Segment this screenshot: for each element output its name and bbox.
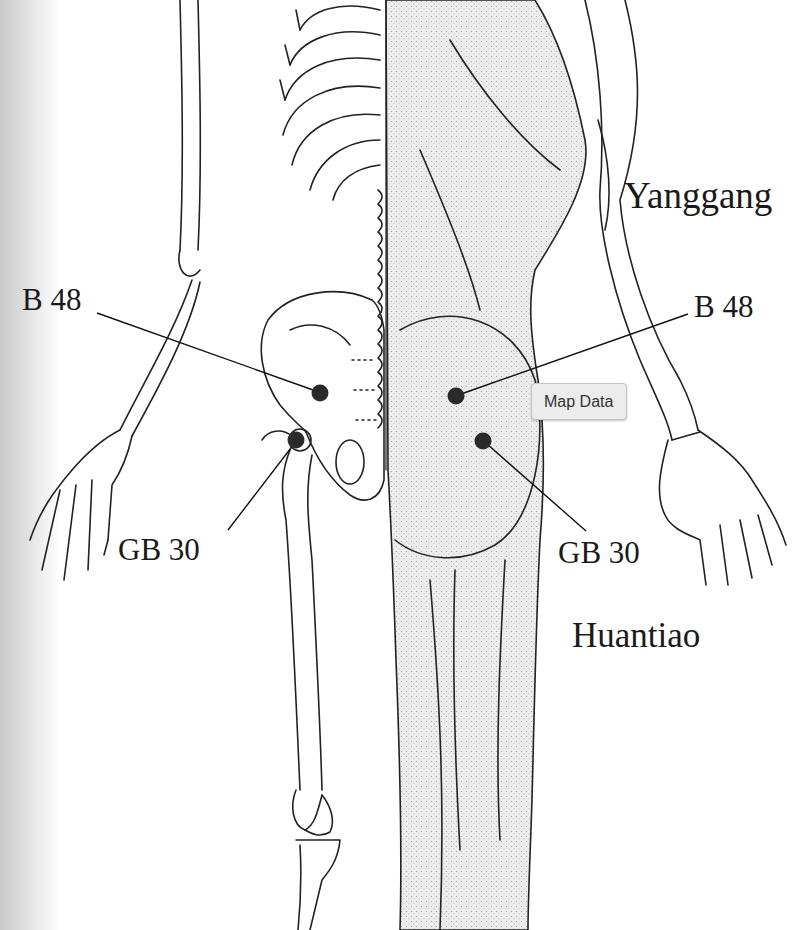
point-code: GB 30	[558, 536, 640, 570]
acupoint-dots	[288, 385, 492, 450]
page-shadow	[0, 0, 60, 930]
point-code: B 48	[22, 283, 81, 317]
leader-lines	[97, 313, 688, 531]
point-code: B 48	[694, 290, 753, 324]
tooltip-box: Map Data	[531, 383, 627, 420]
tooltip-text: Map Data	[544, 392, 614, 411]
point-code: GB 30	[118, 533, 200, 567]
point-name: Yanggang	[624, 176, 772, 217]
point-name: Huantiao	[572, 617, 700, 656]
